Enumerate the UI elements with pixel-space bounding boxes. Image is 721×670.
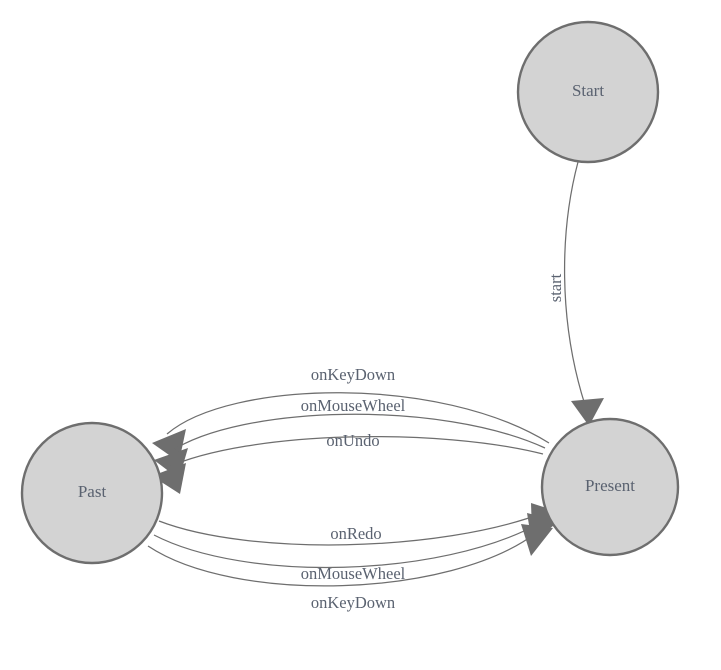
node-present-label: Present (585, 476, 635, 495)
edge-label-start: start (546, 273, 565, 302)
edge-present-to-past-onundo-arrowhead (152, 463, 186, 494)
edge-label-past-present-onredo: onRedo (330, 524, 381, 543)
node-start[interactable]: Start (516, 20, 660, 164)
edge-start-to-present[interactable] (564, 161, 604, 426)
edge-present-to-past-onmousewheel-path (169, 413, 546, 453)
node-past[interactable]: Past (20, 421, 164, 565)
edge-past-to-present-onmousewheel-path (153, 522, 541, 569)
edge-past-to-present-onkeydown-path (147, 532, 537, 587)
edge-label-present-past-onkeydown: onKeyDown (311, 365, 395, 384)
edge-label-present-past-onundo: onUndo (326, 431, 379, 450)
node-past-label: Past (78, 482, 107, 501)
node-past-circle (20, 421, 164, 565)
edge-start-to-present-arrowhead (571, 398, 604, 426)
edge-present-to-past-onundo[interactable] (152, 436, 544, 494)
node-present[interactable]: Present (540, 417, 680, 557)
node-start-circle (516, 20, 660, 164)
edge-label-present-past-onmousewheel: onMouseWheel (301, 396, 406, 415)
node-start-label: Start (572, 81, 604, 100)
edge-present-to-past-onundo-path (165, 436, 544, 469)
edge-label-past-present-onmousewheel: onMouseWheel (301, 564, 406, 583)
edge-past-to-present-onredo-path (158, 512, 544, 546)
node-present-circle (540, 417, 680, 557)
edge-label-past-present-onkeydown: onKeyDown (311, 593, 395, 612)
edge-start-to-present-path (564, 161, 586, 406)
edge-past-to-present-onkeydown-arrowhead (521, 524, 553, 556)
edge-past-to-present-onkeydown[interactable] (147, 524, 553, 587)
edge-present-to-past-onkeydown-path (166, 392, 550, 444)
